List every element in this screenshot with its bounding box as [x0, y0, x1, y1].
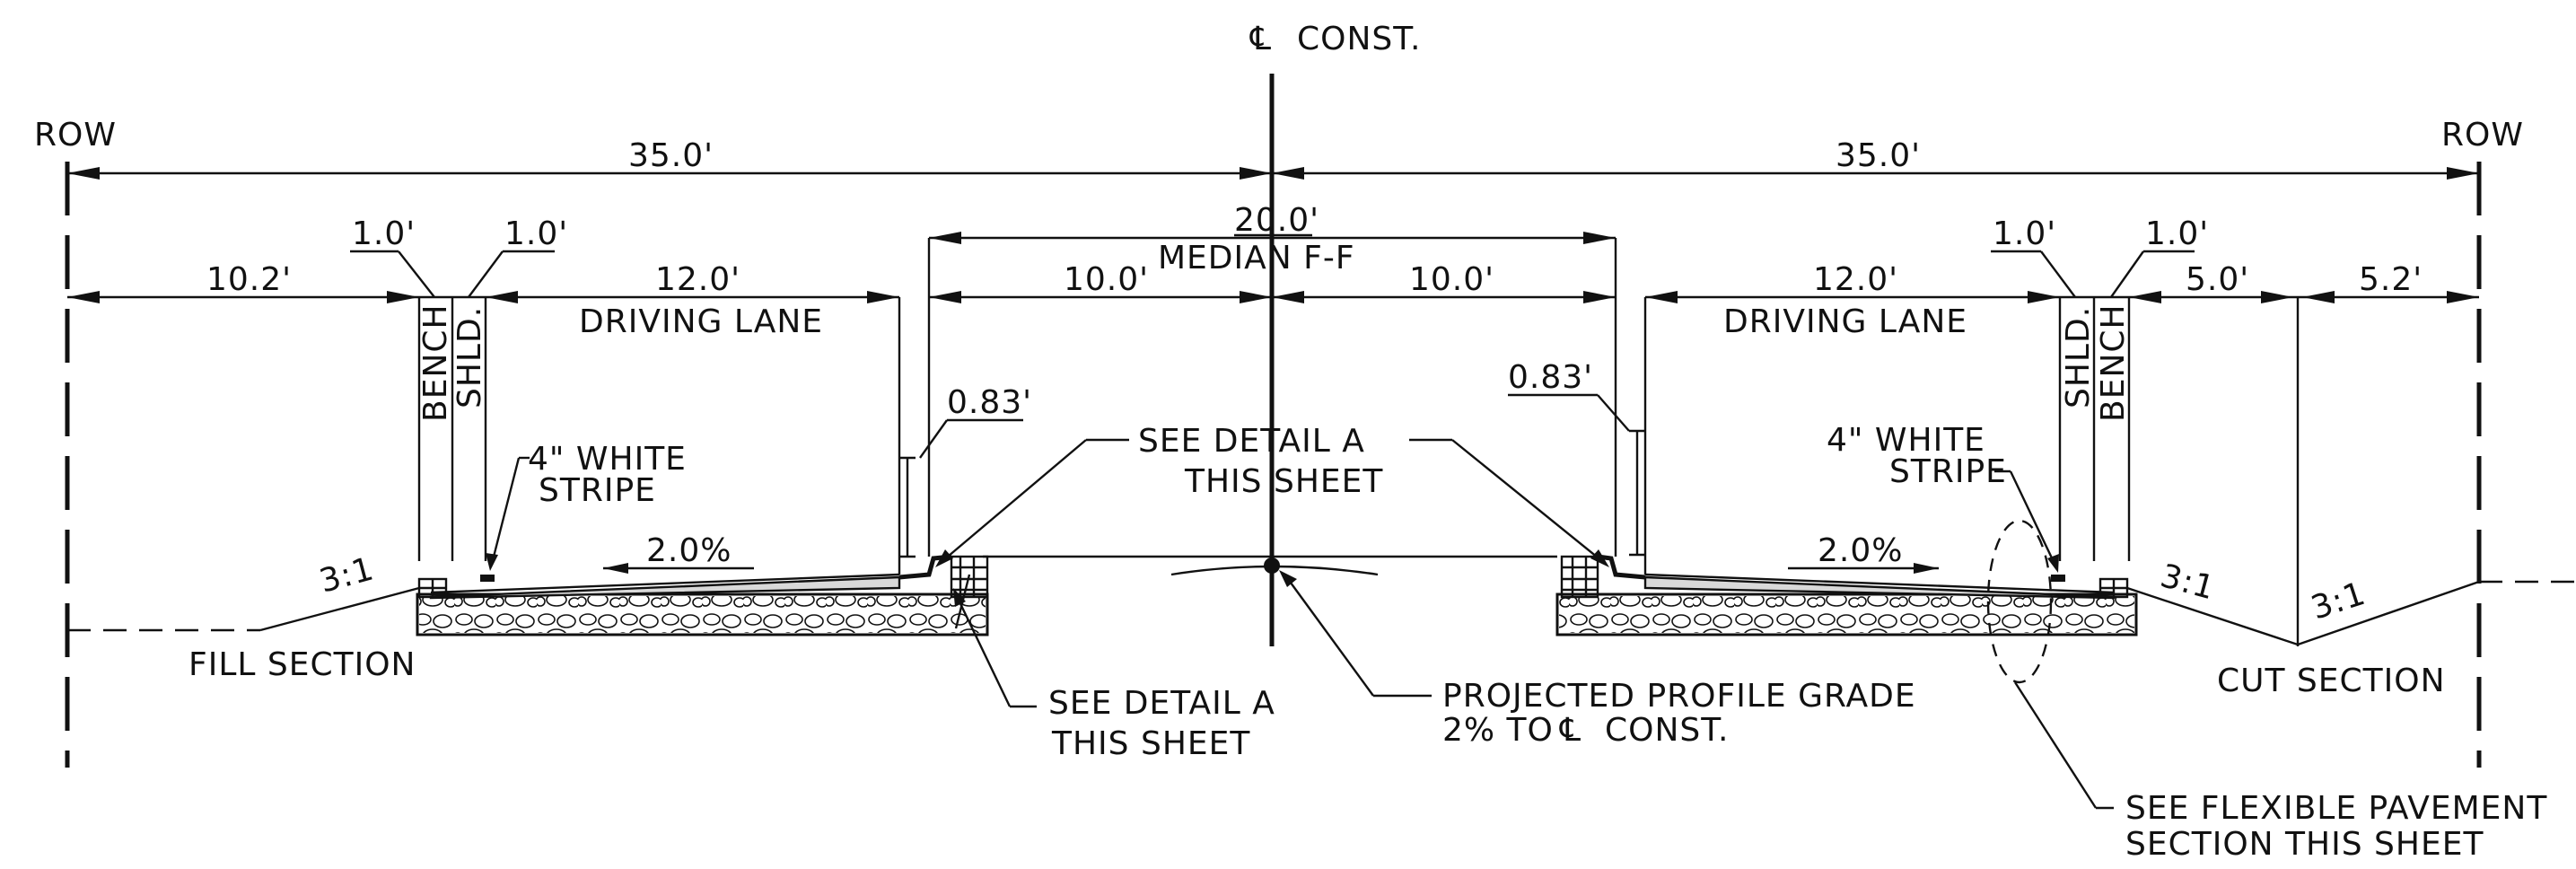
- dimension-median: 20.0' MEDIAN F-F 10.0' 10.0': [927, 202, 1617, 557]
- curb-right-value: 0.83': [1508, 359, 1593, 396]
- dim-median-total-value: 20.0': [1234, 202, 1319, 239]
- profile-line1: PROJECTED PROFILE GRADE: [1442, 678, 1916, 715]
- profile-grade-callout: PROJECTED PROFILE GRADE 2% TO ℄ CONST.: [1279, 570, 1916, 749]
- detail-callout-bottom: SEE DETAIL A THIS SHEET: [953, 574, 1275, 762]
- stripe-right-line1: 4" WHITE: [1827, 422, 1985, 459]
- shld-right-label: SHLD.: [2060, 306, 2097, 408]
- dimension-right-lanes: 12.0' 5.0' 5.2' 1.0' 1.0' SHLD. BENCH DR…: [1643, 215, 2479, 646]
- bench-right-label: BENCH: [2095, 303, 2132, 422]
- stripe-right-line2: STRIPE: [1889, 453, 2007, 490]
- dimension-left-lanes: 10.2' 12.0' 1.0' 1.0' BENCH SHLD. DRIVIN…: [67, 215, 901, 575]
- slope-left: 2.0%: [603, 532, 754, 574]
- dimension-right-total: 35.0': [1272, 137, 2479, 180]
- slope-right: 2.0%: [1788, 532, 1939, 574]
- detail-callout-top: SEE DETAIL A THIS SHEET: [935, 423, 1609, 567]
- driving-lane-left-label: DRIVING LANE: [579, 303, 823, 340]
- driving-lane-right-label: DRIVING LANE: [1723, 303, 1967, 340]
- median-surface: [983, 555, 1557, 576]
- flexible-pavement-callout: SEE FLEXIBLE PAVEMENT SECTION THIS SHEET: [1986, 519, 2547, 863]
- stripe-left-line1: 4" WHITE: [528, 441, 687, 478]
- detail-bottom-line2: THIS SHEET: [1051, 725, 1250, 762]
- dim-left-lane-value: 12.0': [655, 261, 740, 298]
- bench-left-label: BENCH: [417, 303, 454, 422]
- cut-ratio-2-label: 3:1: [2307, 575, 2370, 628]
- stripe-callout-left: 4" WHITE STRIPE: [486, 441, 687, 571]
- dim-right-mid-value: 5.0': [2186, 261, 2249, 298]
- dimension-left-total: 35.0': [67, 137, 1272, 180]
- dim-left-outer-value: 10.2': [206, 261, 292, 298]
- cut-section-label: CUT SECTION: [2217, 663, 2446, 699]
- slope-left-label: 2.0%: [646, 532, 732, 569]
- curb-dimension-right: 0.83': [1508, 359, 1645, 557]
- centerline: ℄ CONST.: [1249, 21, 1421, 646]
- centerline-label: CONST.: [1297, 21, 1421, 57]
- flex-line1: SEE FLEXIBLE PAVEMENT: [2125, 790, 2547, 827]
- dim-right-bench-value: 1.0': [2145, 215, 2209, 252]
- centerline-symbol: ℄: [1249, 21, 1272, 57]
- row-left-label: ROW: [34, 117, 117, 154]
- curb-dimension-left: 0.83': [899, 384, 1032, 558]
- stripe-left-line2: STRIPE: [539, 472, 656, 509]
- fill-ratio-label: 3:1: [316, 550, 378, 600]
- dim-left-bench-value: 1.0': [352, 215, 416, 252]
- detail-bottom-line1: SEE DETAIL A: [1048, 685, 1275, 722]
- row-right-label: ROW: [2441, 117, 2524, 154]
- profile-line3: CONST.: [1605, 712, 1729, 749]
- dim-right-outer-value: 5.2': [2359, 261, 2423, 298]
- cut-slope: 3:1 3:1 CUT SECTION: [2126, 557, 2576, 699]
- row-left: ROW: [34, 117, 117, 768]
- dim-median-left-value: 10.0': [1064, 261, 1149, 298]
- dim-right-total-value: 35.0': [1836, 137, 1921, 174]
- detail-top-line2: THIS SHEET: [1184, 463, 1383, 500]
- flex-line2: SECTION THIS SHEET: [2125, 826, 2484, 863]
- profile-cl-symbol: ℄: [1559, 712, 1582, 749]
- curb-left-value: 0.83': [947, 384, 1032, 421]
- shld-left-label: SHLD.: [451, 306, 488, 408]
- dim-right-lane-value: 12.0': [1813, 261, 1898, 298]
- stripe-callout-right: 4" WHITE STRIPE: [1827, 422, 2059, 573]
- dim-median-right-value: 10.0': [1409, 261, 1494, 298]
- row-right: ROW: [2441, 117, 2524, 768]
- fill-section-label: FILL SECTION: [188, 646, 416, 683]
- detail-top-line1: SEE DETAIL A: [1138, 423, 1365, 460]
- pavement-left: [416, 554, 989, 636]
- fill-slope: 3:1 FILL SECTION: [67, 550, 420, 683]
- dim-left-total-value: 35.0': [628, 137, 714, 174]
- median-label: MEDIAN F-F: [1158, 240, 1355, 276]
- dim-left-shld-value: 1.0': [504, 215, 568, 252]
- profile-line2: 2% TO: [1442, 712, 1554, 749]
- dim-right-shld-value: 1.0': [1993, 215, 2056, 252]
- slope-right-label: 2.0%: [1818, 532, 1903, 569]
